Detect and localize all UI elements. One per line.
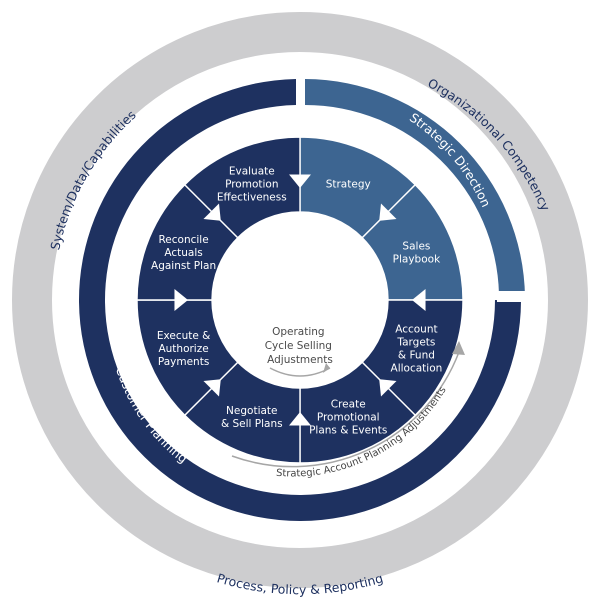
- adjustments-arrow-arc: [231, 351, 460, 468]
- segment-label-line: Against Plan: [151, 260, 216, 272]
- segment-label-line: Promotional: [317, 411, 380, 423]
- segment-connector-4: [379, 379, 397, 397]
- segment-label-strategy: Strategy: [326, 179, 371, 191]
- center-label-line-2: Cycle Selling: [265, 340, 332, 352]
- middle-ring-gap: [497, 291, 525, 302]
- segment-label-negotiate-sell-plans: Negotiate& Sell Plans: [221, 405, 283, 430]
- segment-label-line: Sales: [402, 240, 430, 252]
- segment-connector-1: [289, 174, 311, 188]
- segment-label-line: Evaluate: [229, 166, 275, 178]
- segment-connector-8: [203, 203, 221, 221]
- segment-label-line: Playbook: [393, 253, 441, 265]
- segment-connector-3: [412, 289, 426, 311]
- segment-label-line: & Fund: [398, 350, 435, 362]
- segment-label-line: & Sell Plans: [221, 418, 283, 430]
- segment-label-line: Negotiate: [226, 405, 277, 417]
- strategic-direction-band: [305, 79, 525, 297]
- segment-label-line: Effectiveness: [217, 192, 287, 204]
- segment-label-line: Allocation: [391, 363, 443, 375]
- adjustments-arrow-head: [452, 341, 465, 355]
- segment-label-line: Payments: [158, 356, 209, 368]
- center-label: Operating Cycle Selling Adjustments: [265, 326, 336, 366]
- segment-connectors: [174, 174, 426, 426]
- segment-connector-2: [379, 203, 397, 221]
- segment-connector-6: [203, 379, 221, 397]
- center-circle: [212, 212, 388, 388]
- outer-ring: [12, 12, 588, 588]
- segment-label-line: Strategy: [326, 179, 371, 191]
- center-label-line-3: Adjustments: [267, 354, 333, 366]
- segment-label-line: Targets: [396, 337, 435, 349]
- segment-label-line: Actuals: [164, 247, 202, 259]
- segment-label-line: Authorize: [158, 343, 208, 355]
- center-label-line-1: Operating: [272, 326, 325, 338]
- center-arrow-head: [323, 363, 330, 373]
- segment-label-line: Promotion: [225, 179, 278, 191]
- segment-label-line: Execute &: [157, 330, 211, 342]
- segment-label-line: Account: [395, 324, 437, 336]
- segment-label-line: Plans & Events: [309, 424, 387, 436]
- segment-connector-5: [289, 412, 311, 426]
- segment-label-line: Reconcile: [158, 234, 208, 246]
- segment-label-line: Create: [331, 398, 366, 410]
- segment-connector-7: [174, 289, 188, 311]
